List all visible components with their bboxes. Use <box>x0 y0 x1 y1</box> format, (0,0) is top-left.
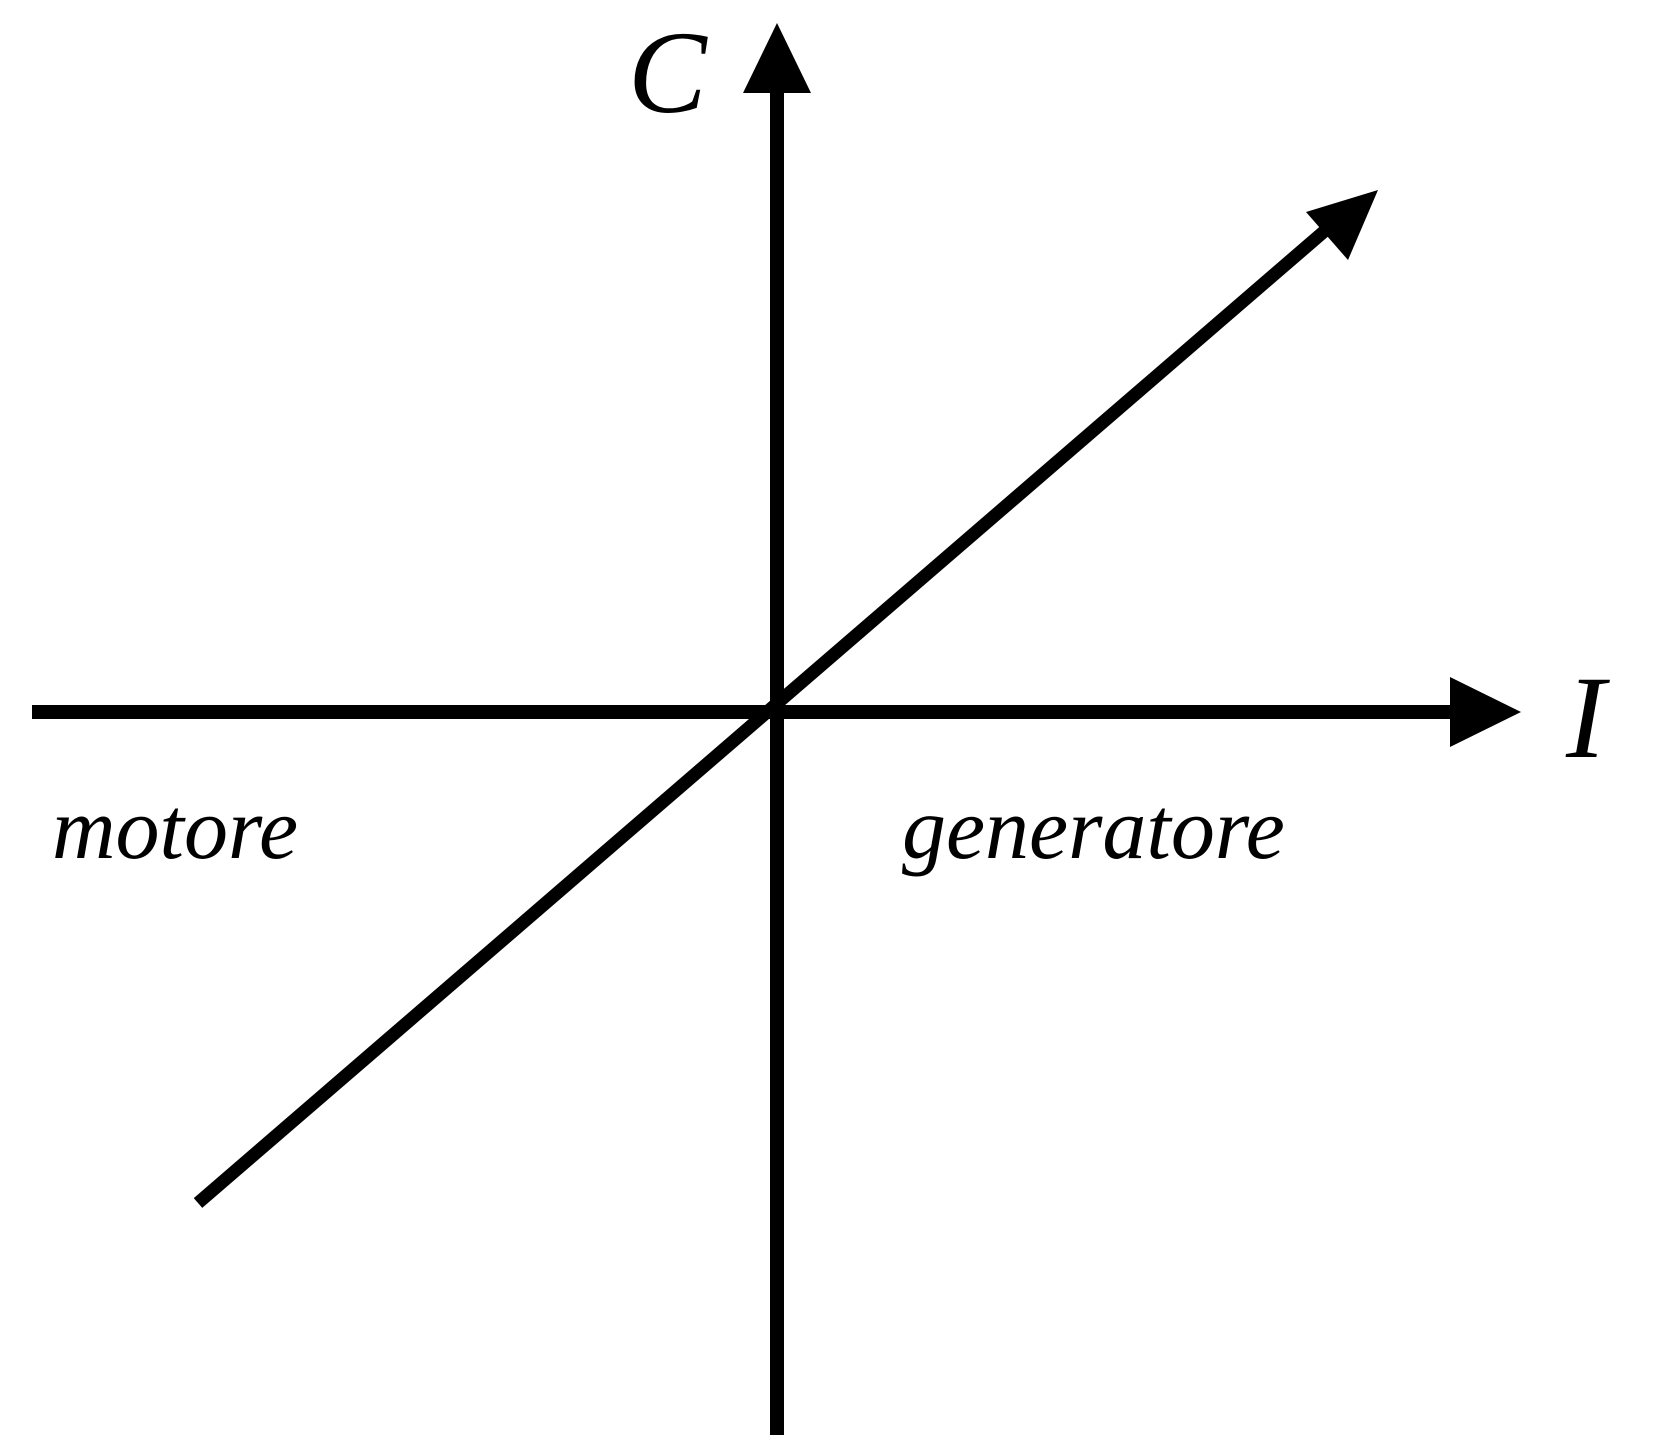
region-label-generatore: generatore <box>902 781 1285 878</box>
region-label-motore: motore <box>52 781 298 878</box>
y-axis-label: C <box>628 7 708 138</box>
characteristic-line-arrowhead <box>1306 190 1378 260</box>
horizontal-axis-arrowhead <box>1450 677 1521 747</box>
x-axis-label: I <box>1565 652 1610 783</box>
vertical-axis-arrowhead <box>743 23 811 93</box>
characteristic-line <box>193 217 1340 1208</box>
